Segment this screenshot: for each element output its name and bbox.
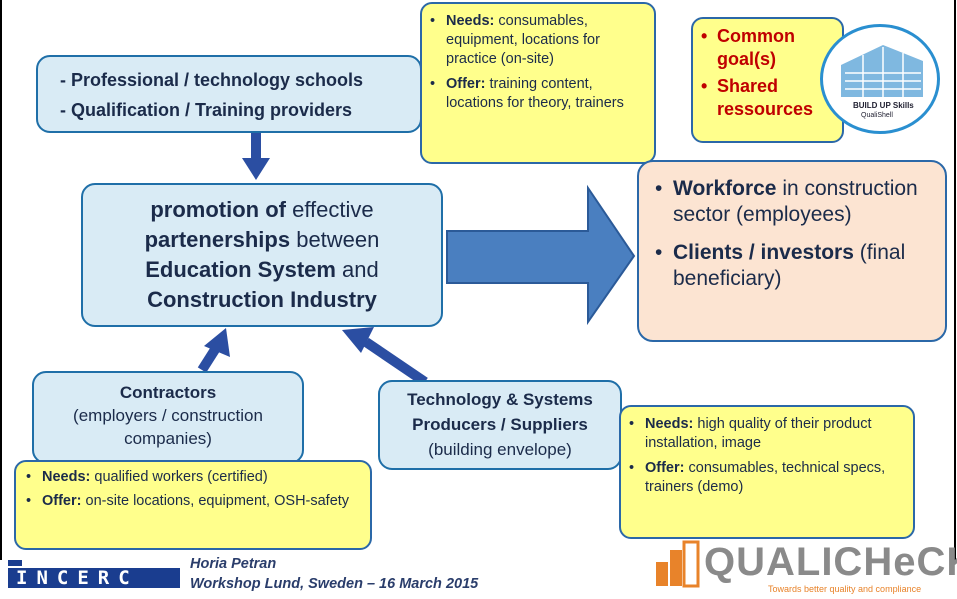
schools-line-1: - Professional / technology schools xyxy=(60,70,364,90)
technology-box: Technology & Systems Producers / Supplie… xyxy=(378,380,622,470)
qualicheck-building-icon xyxy=(656,540,700,588)
workforce-item: Workforce in construction sector (employ… xyxy=(653,176,937,228)
buildup-skills-logo: BUILD UP Skills QualiShell xyxy=(820,24,940,134)
central-box: promotion of effective partenerships bet… xyxy=(81,183,443,327)
central-line-4: Construction Industry xyxy=(89,285,435,315)
central-line-3-rest: and xyxy=(335,257,379,282)
central-line-1-rest: effective xyxy=(285,197,374,222)
contractors-needs-item: Needs: qualified workers (certified) xyxy=(24,468,362,487)
technology-line-1: Technology & Systems xyxy=(407,390,593,409)
incerc-logo: INCERC xyxy=(8,560,180,590)
central-line-2-rest: between xyxy=(290,227,380,252)
workforce-box: Workforce in construction sector (employ… xyxy=(637,160,947,342)
schools-needs-item: Needs: consumables, equipment, locations… xyxy=(428,12,646,69)
schools-needs-box: Needs: consumables, equipment, locations… xyxy=(420,2,656,164)
schools-needs-label: Needs: xyxy=(446,13,495,29)
incerc-logo-graphic xyxy=(8,560,180,588)
contractors-box: Contractors (employers / construction co… xyxy=(32,371,304,464)
contractors-offer-label: Offer: xyxy=(42,493,82,509)
technology-needs-item: Needs: high quality of their product ins… xyxy=(627,415,905,453)
footer-author: Horia Petran xyxy=(190,556,277,572)
common-goal-text: Common goal(s) xyxy=(717,26,795,69)
contractors-title: Contractors xyxy=(119,383,217,402)
contractors-subtitle: (employers / construction companies) xyxy=(73,406,263,448)
technology-needs-box: Needs: high quality of their product ins… xyxy=(619,405,915,539)
central-line-1-bold: promotion of xyxy=(150,197,286,222)
workforce-text: in construction sector (employees) xyxy=(673,177,918,226)
common-goal-item: Common goal(s) xyxy=(699,25,836,71)
contractors-needs-box: Needs: qualified workers (certified) Off… xyxy=(14,460,372,550)
qualicheck-logo-text: QUALICHeCK xyxy=(704,540,957,584)
schools-offer-item: Offer: training content, locations for t… xyxy=(428,75,646,113)
technology-line-3: (building envelope) xyxy=(428,440,572,459)
technology-offer-label: Offer: xyxy=(645,460,685,476)
qualicheck-logo: QUALICHeCK Towards better quality and co… xyxy=(650,540,957,596)
schools-offer-label: Offer: xyxy=(446,76,486,92)
central-line-3: Education System and xyxy=(89,255,435,285)
frame-left-line xyxy=(0,0,2,560)
contractors-needs-label: Needs: xyxy=(42,469,91,485)
frame-right-line xyxy=(954,0,956,560)
schools-needs-text: consumables, equipment, locations for pr… xyxy=(446,13,600,67)
technology-offer-text: consumables, technical specs, trainers (… xyxy=(645,460,886,495)
schools-box: - Professional / technology schools - Qu… xyxy=(36,55,422,133)
arrow-schools-to-center xyxy=(242,132,270,180)
contractors-needs-text: qualified workers (certified) xyxy=(90,469,268,485)
technology-line-2: Producers / Suppliers xyxy=(412,415,588,434)
central-line-3-bold: Education System xyxy=(145,257,336,282)
central-line-1: promotion of effective xyxy=(89,195,435,225)
schools-offer-text: training content, locations for theory, … xyxy=(446,76,624,111)
shared-resources-text: Shared ressources xyxy=(717,76,814,119)
technology-needs-label: Needs: xyxy=(645,416,694,432)
central-line-2-bold: partenerships xyxy=(144,227,291,252)
clients-text: (final beneficiary) xyxy=(673,241,906,290)
workforce-label: Workforce xyxy=(673,177,777,200)
building-icon xyxy=(841,45,923,97)
common-goal-box: Common goal(s) Shared ressources xyxy=(691,17,844,143)
buildup-logo-text-1: BUILD UP Skills xyxy=(853,101,914,110)
qualicheck-tagline: Towards better quality and compliance xyxy=(768,584,922,594)
contractors-offer-item: Offer: on-site locations, equipment, OSH… xyxy=(24,492,362,511)
arrow-contractors-to-center xyxy=(197,328,230,373)
technology-needs-text: high quality of their product installati… xyxy=(645,416,872,451)
footer-event: Workshop Lund, Sweden – 16 March 2015 xyxy=(190,576,479,592)
big-right-arrow xyxy=(446,184,636,326)
clients-item: Clients / investors (final beneficiary) xyxy=(653,240,937,292)
buildup-logo-text-2: QualiShell xyxy=(861,112,893,119)
clients-label: Clients / investors xyxy=(673,241,854,264)
central-line-2: partenerships between xyxy=(89,225,435,255)
arrow-tech-to-center xyxy=(342,327,428,387)
contractors-offer-text: on-site locations, equipment, OSH-safety xyxy=(81,493,350,509)
schools-line-2: - Qualification / Training providers xyxy=(60,100,353,120)
central-line-4-bold: Construction Industry xyxy=(147,287,377,312)
shared-resources-item: Shared ressources xyxy=(699,75,836,121)
technology-offer-item: Offer: consumables, technical specs, tra… xyxy=(627,459,905,497)
incerc-logo-text: INCERC xyxy=(16,567,139,589)
